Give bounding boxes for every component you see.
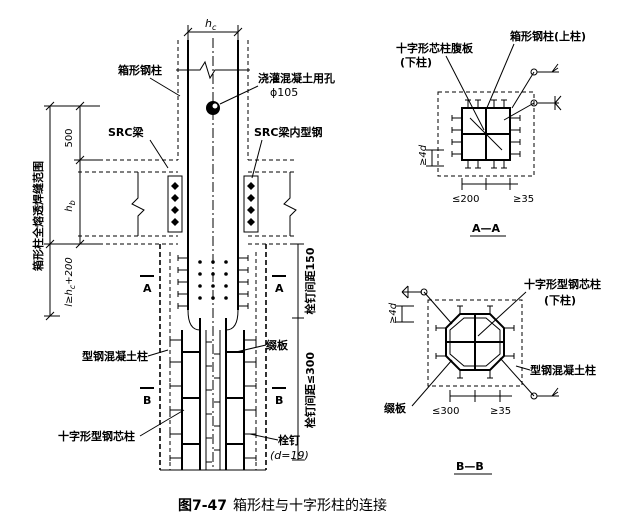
stud-dots [198,260,228,300]
grout-hole-icon [206,101,220,115]
bb-batten-label: 缀板 [384,401,407,415]
box-column-leader [149,77,181,97]
bb-core-label-2: (下柱) [544,293,576,307]
src-column-label: 型钢混凝土柱 [82,349,148,363]
bb-src-label: 型钢混凝土柱 [530,363,596,377]
batten-label: 缀板 [266,338,289,352]
dim-hb-label: hb [64,200,77,211]
grout-hole-diameter: ϕ105 [270,86,298,99]
bb-35-label: ≥35 [490,406,511,417]
beam-steel-left [167,175,183,233]
aa-web-label-2: (下柱) [400,55,432,69]
box-steel-column [177,40,249,160]
src-beam [78,159,297,245]
beam-steel-right [243,175,259,233]
section-bb-title: B—B [456,460,484,473]
aa-web-label: 十字形芯柱腹板 [396,41,474,55]
dim-hc-label: hc [205,17,217,32]
bb-core-leader [477,291,527,337]
section-b-right: B [275,394,283,407]
src-beam-steel-label: SRC梁内型钢 [254,125,322,139]
section-bb-studs [435,305,515,379]
section-cut-arrow-icon [140,275,286,389]
full-weld-range-label: 箱形柱全熔透焊缝范围 [31,161,45,271]
dim-hc: hc [183,17,243,40]
section-bb-outline [427,299,523,387]
bb-300-label: ≤300 [432,406,459,417]
cross-core-leader [139,409,185,437]
section-bb-octagon-inner [449,317,501,367]
transition-curve-left [187,309,201,331]
bb-core-label: 十字形型钢芯柱 [524,277,601,291]
grout-hole-leader [219,85,259,105]
aa-box-label: 箱形钢柱(上柱) [510,29,586,43]
batten-plates [182,351,244,445]
beam-diamond-studs [171,182,255,226]
bb-batten-leader [411,359,453,407]
stud-spacing-150-label: 栓钉间距150 [303,247,317,314]
section-aa-outline [437,91,535,177]
src-beam-leader [149,139,169,169]
section-aa-view: 十字形芯柱腹板 (下柱) 箱形钢柱(上柱) ≥4d ≤200 ≥35 A—A [396,29,586,237]
src-beam-steel-leader [251,139,263,179]
src-beam-label: SRC梁 [108,125,144,139]
left-dimension-chain [44,101,100,321]
dim-l-label: l≥hc+200 [64,257,77,306]
aa-200-label: ≤200 [452,194,479,205]
top-break-line [176,60,250,80]
section-aa-studs [451,99,521,169]
stud-icon [177,255,249,309]
stud-label: 栓钉 [278,433,300,447]
section-a-right: A [275,282,284,295]
section-bb-view: 十字形型钢芯柱 (下柱) 型钢混凝土柱 ≥4d 缀板 ≤300 ≥35 B—B [384,277,601,475]
bb-4d-label: ≥4d [388,302,399,324]
batten-leader [235,344,267,353]
cross-core-label: 十字形型钢芯柱 [58,429,135,443]
transition-curve-right [225,309,239,331]
elevation-view: hc [31,17,335,471]
dim-500-label: 500 [64,128,75,147]
grout-hole-highlight [212,103,218,109]
stud-spacing-300-label: 栓钉间距≤300 [303,352,317,429]
section-aa-title: A—A [472,222,501,235]
aa-35-label: ≥35 [513,194,534,205]
aa-box-leader [485,43,515,111]
stud-leader [249,433,279,441]
section-aa-diagonal [469,117,503,151]
weld-symbol-icon [503,63,562,121]
section-b-left: B [143,394,151,407]
stud-marks-lower [169,337,257,463]
stud-diameter-label: (d=19) [270,449,309,462]
bb-weld-symbols [401,285,559,400]
section-a-left: A [143,282,152,295]
src-column-leader [147,349,169,357]
aa-web-leader [445,55,485,131]
aa-4d-label: ≥4d [418,144,429,166]
grout-hole-label: 浇灌混凝土用孔 [258,71,335,85]
stud-spacing-dims [292,243,304,461]
bb-src-leader [515,365,531,371]
box-column-label: 箱形钢柱 [118,63,162,77]
